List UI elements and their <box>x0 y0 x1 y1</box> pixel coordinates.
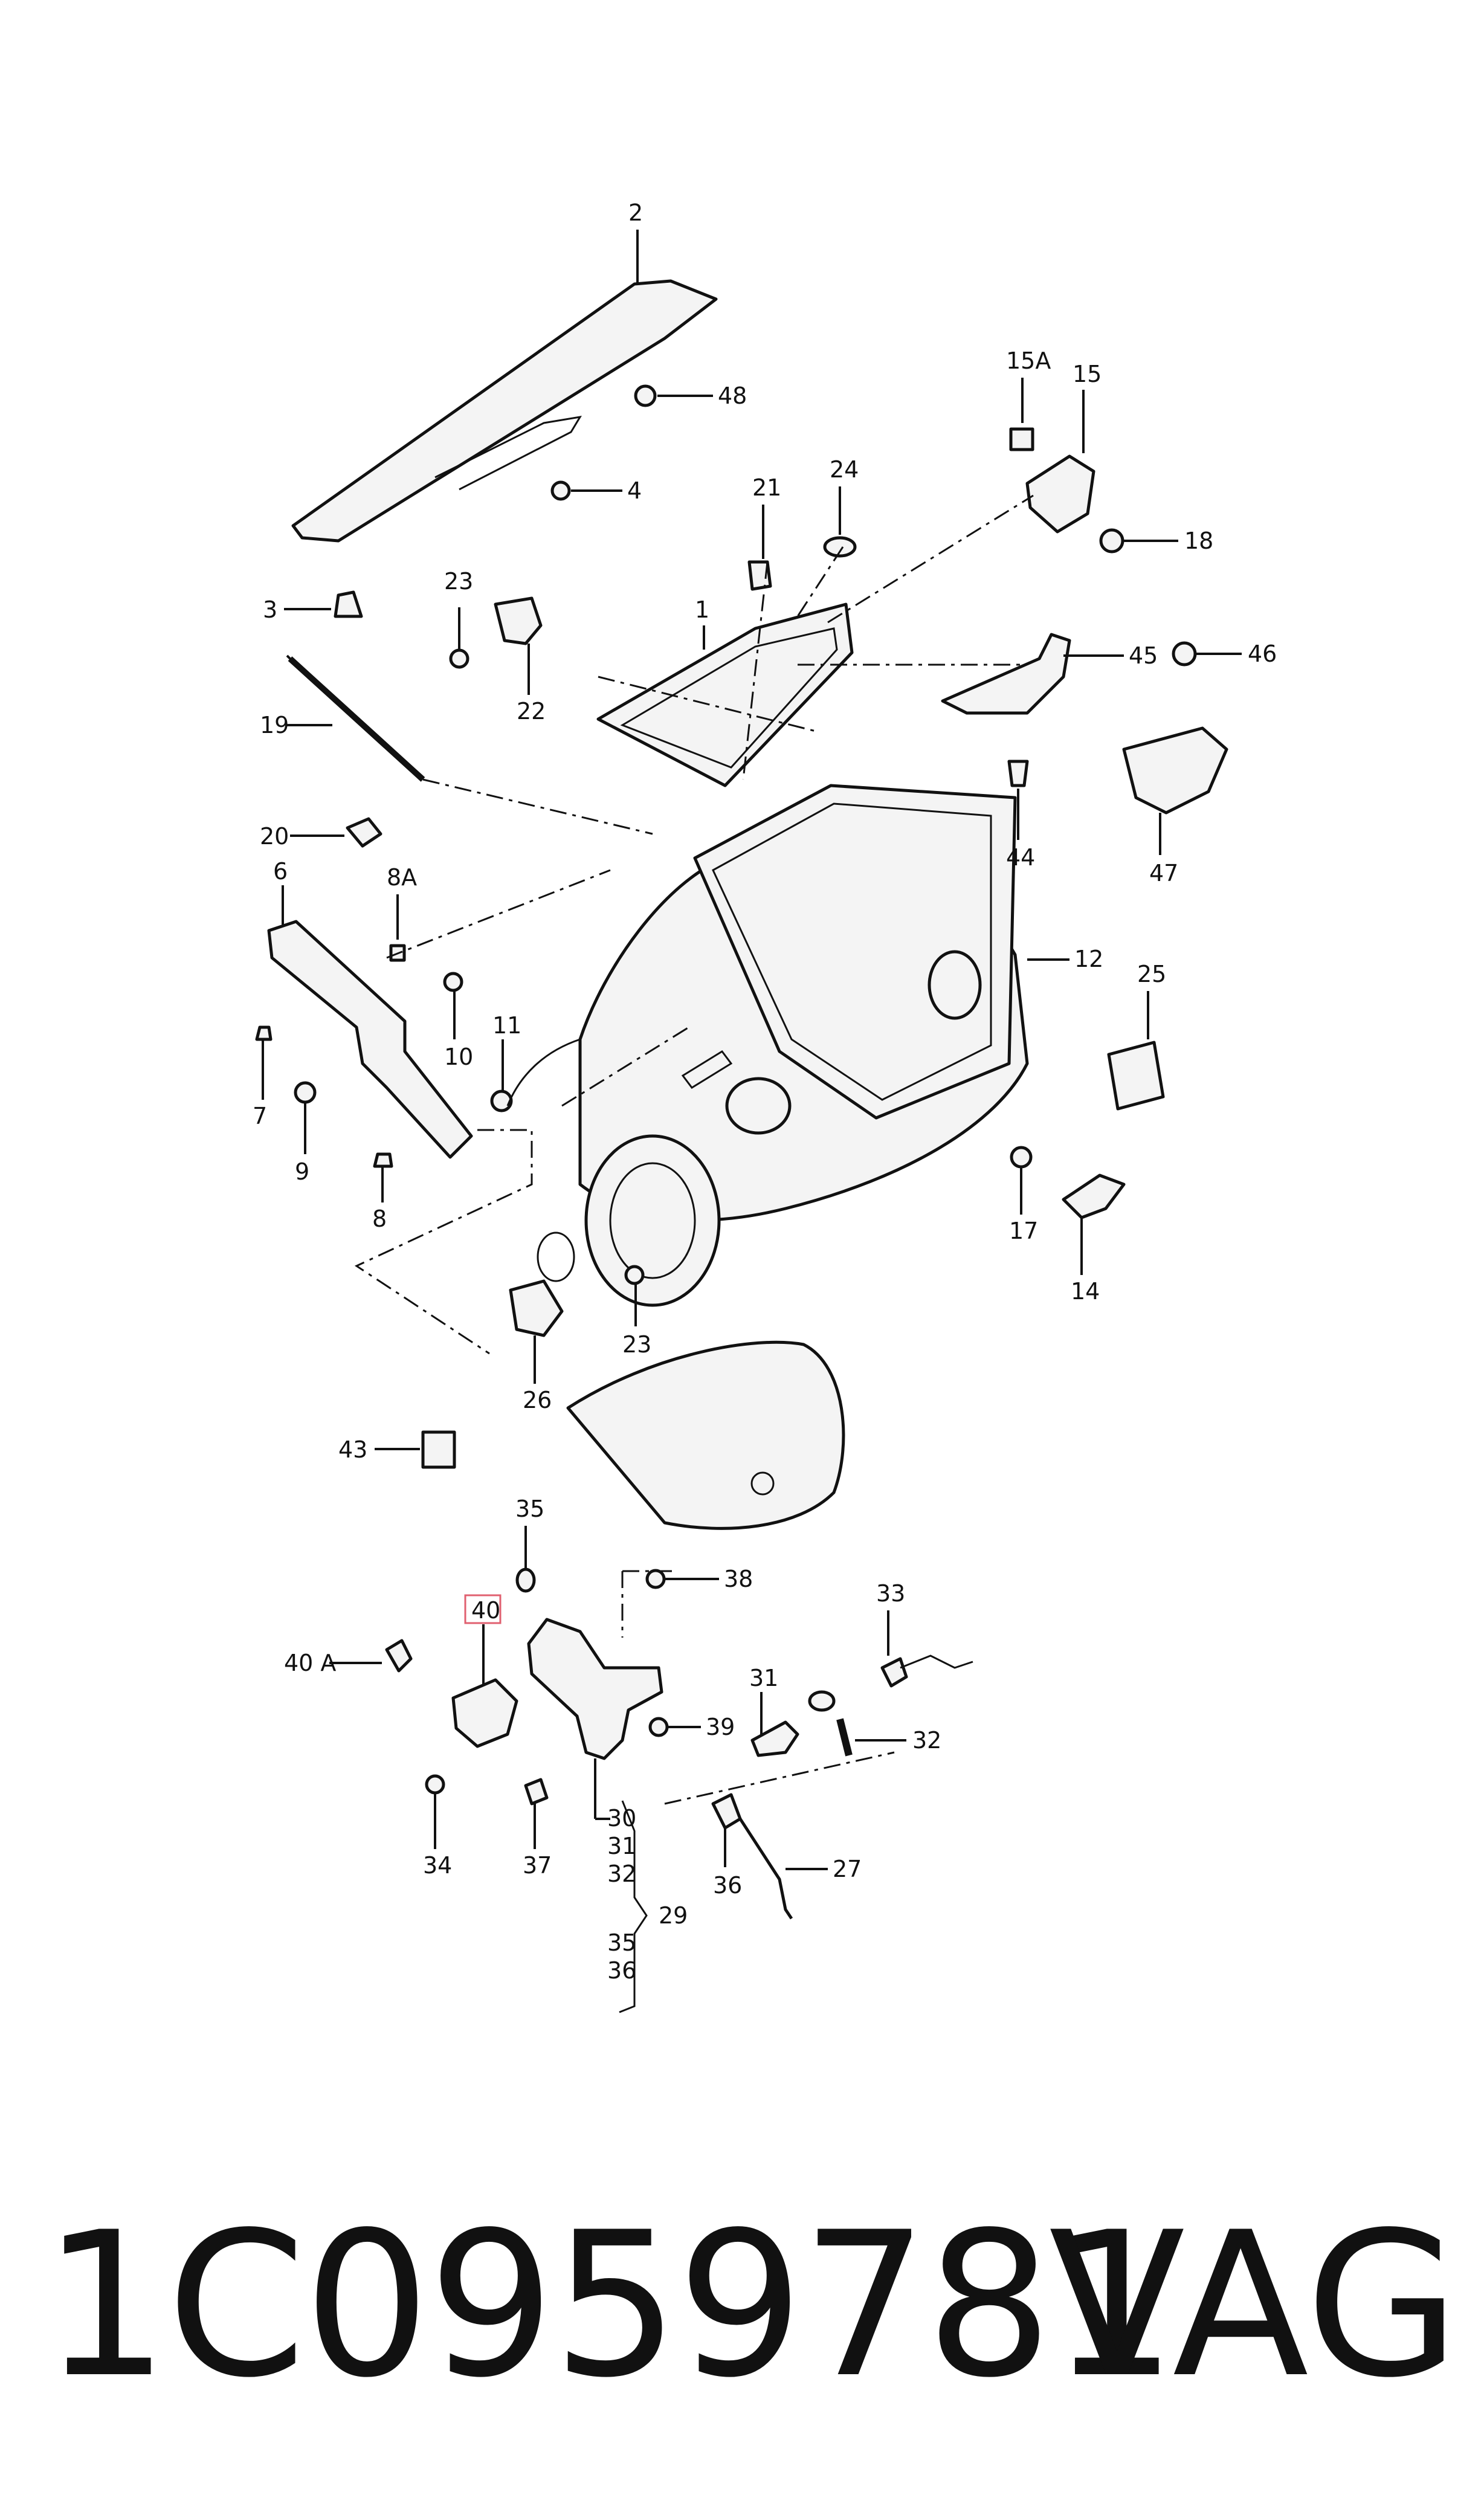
front-hood <box>566 1340 845 1530</box>
nut-48 <box>634 384 657 407</box>
screw-38 <box>645 1569 666 1589</box>
callout-38: 38 <box>724 1566 753 1592</box>
callout-8a: 8A <box>387 864 417 891</box>
screw-39 <box>648 1717 669 1737</box>
callout-4: 4 <box>627 477 642 504</box>
callout-46: 46 <box>1248 641 1277 667</box>
callout-34: 34 <box>423 1852 452 1879</box>
callout-45: 45 <box>1129 642 1158 669</box>
callout-19: 19 <box>260 712 289 738</box>
highlight-box-40 <box>464 1594 502 1624</box>
screw-34 <box>425 1774 445 1795</box>
bolt-10 <box>443 972 463 992</box>
bracket-22 <box>494 596 543 645</box>
callout-40: 40 <box>471 1597 500 1624</box>
plug-35 <box>515 1567 536 1593</box>
callout-35: 35 <box>515 1496 544 1522</box>
callout-39: 39 <box>706 1714 735 1740</box>
nut-37 <box>524 1778 549 1806</box>
handle-26 <box>509 1279 564 1337</box>
callout-33: 33 <box>876 1580 905 1607</box>
callout-15a: 15A <box>1006 347 1051 374</box>
callout-23-upper: 23 <box>444 568 473 595</box>
callout-12: 12 <box>1074 946 1103 972</box>
cap-3 <box>334 590 363 618</box>
cap-15a <box>1009 427 1034 451</box>
callout-32: 32 <box>912 1727 941 1754</box>
callout-36b: 36 <box>607 1957 636 1984</box>
callout-11: 11 <box>492 1012 521 1039</box>
callout-20: 20 <box>260 823 289 850</box>
bolt-23-upper <box>449 648 469 669</box>
callout-14: 14 <box>1071 1278 1100 1305</box>
part-number: 1C0959781 <box>42 2189 1177 2421</box>
callout-2: 2 <box>628 199 643 226</box>
bolt-4 <box>550 480 571 501</box>
callout-6: 6 <box>273 858 288 885</box>
callout-43: 43 <box>338 1436 367 1463</box>
cable-end-33 <box>880 1657 908 1688</box>
callout-27: 27 <box>833 1856 862 1882</box>
bracket-14 <box>1062 1173 1126 1219</box>
plug-8 <box>373 1152 393 1168</box>
nut-46 <box>1172 641 1197 667</box>
motor-47 <box>1122 726 1228 815</box>
callout-37: 37 <box>523 1852 552 1879</box>
callout-44: 44 <box>1006 844 1035 871</box>
lock-actuator-40 <box>451 1678 518 1748</box>
callout-29: 29 <box>659 1902 688 1929</box>
callout-7: 7 <box>253 1103 267 1129</box>
callout-35b: 35 <box>607 1929 636 1956</box>
callout-31b: 31 <box>607 1833 636 1859</box>
callout-48: 48 <box>718 383 747 409</box>
callout-3: 3 <box>263 596 277 623</box>
callout-9: 9 <box>295 1158 309 1185</box>
pin-20 <box>346 817 382 848</box>
bracket-15 <box>1025 454 1095 534</box>
nut-11 <box>490 1090 513 1112</box>
callout-22: 22 <box>517 698 546 725</box>
clip-43 <box>421 1430 456 1469</box>
screw-44 <box>1007 760 1029 787</box>
cap-24 <box>823 536 857 558</box>
lever-31 <box>750 1720 799 1757</box>
clip-21 <box>747 560 772 591</box>
clip-40a <box>385 1639 413 1673</box>
clip-36 <box>711 1793 742 1830</box>
callout-17: 17 <box>1009 1218 1038 1244</box>
callout-1: 1 <box>695 596 709 623</box>
plug-7 <box>255 1025 273 1041</box>
brand-label: VAG <box>1048 2189 1460 2421</box>
callout-25: 25 <box>1137 961 1166 987</box>
callout-47: 47 <box>1149 860 1178 886</box>
spoiler-part <box>291 279 718 543</box>
cable-45 <box>941 633 1071 715</box>
latch-bracket <box>527 1618 663 1760</box>
car-rear-body <box>506 602 1029 1307</box>
callout-8: 8 <box>372 1206 387 1232</box>
bolt-9 <box>294 1081 317 1104</box>
bolt-18 <box>1099 528 1124 554</box>
callout-23-lower: 23 <box>622 1331 651 1358</box>
exploded-view-diagram: 2 48 4 3 23 22 19 20 6 8A 10 11 7 9 <box>253 199 1277 2013</box>
callout-32b: 32 <box>607 1861 636 1887</box>
label-25 <box>1107 1041 1165 1111</box>
bolt-23-lower <box>624 1265 645 1285</box>
callout-36: 36 <box>713 1872 742 1899</box>
callout-26: 26 <box>523 1387 552 1413</box>
callout-18: 18 <box>1184 528 1213 554</box>
screw-17 <box>1010 1146 1033 1169</box>
callout-31: 31 <box>749 1665 778 1691</box>
callout-10: 10 <box>444 1044 473 1070</box>
callout-15: 15 <box>1073 361 1102 387</box>
callout-24: 24 <box>830 456 859 483</box>
hinge-6 <box>267 920 473 1159</box>
cap-32 <box>808 1690 836 1712</box>
callout-40a: 40 A <box>284 1650 336 1676</box>
callout-30: 30 <box>607 1805 636 1832</box>
callout-21: 21 <box>752 474 781 501</box>
